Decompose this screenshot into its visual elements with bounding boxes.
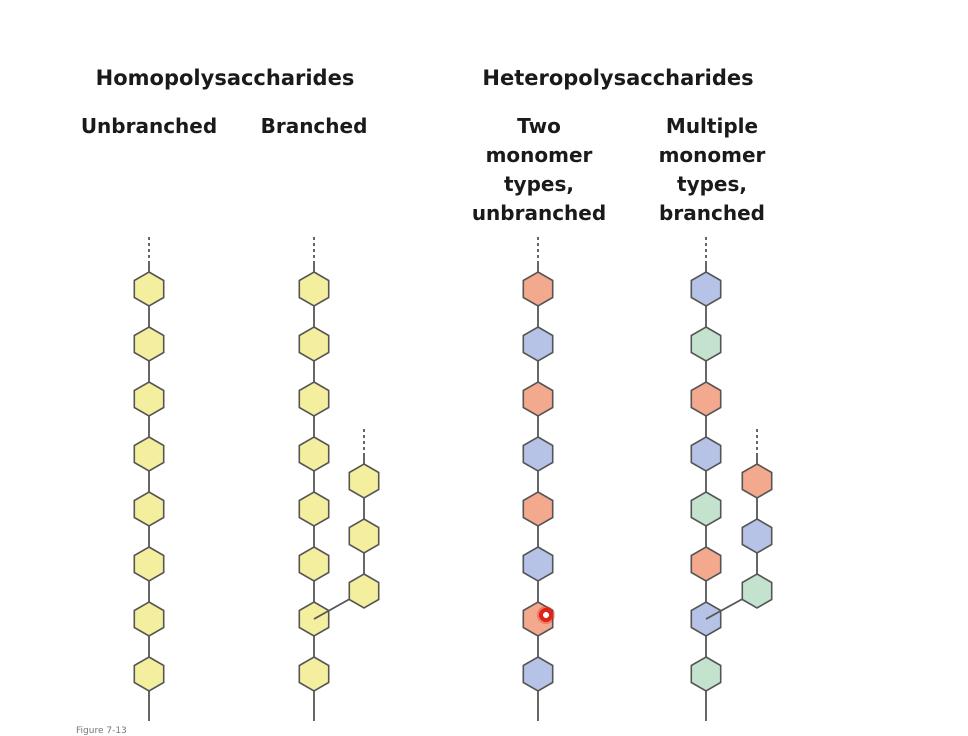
branched-main-chain-monomer [298,381,330,417]
two-monomer-label-line: monomer [485,143,593,167]
multiple-monomer-label-line: Multiple [665,114,759,138]
two-type-chain-monomer [522,271,554,307]
multiple-monomer-label-line: types, [677,172,747,196]
branched-side-chain-monomer [348,573,380,609]
cursor-icon [537,606,555,624]
two-type-chain-monomer [522,546,554,582]
two-type-chain-monomer [522,381,554,417]
multi-main-chain-monomer [690,381,722,417]
unbranched-chain-monomer [133,656,165,692]
branched-side-chain-monomer [348,518,380,554]
branched-main-chain-monomer [298,326,330,362]
multiple-monomer-label: Multiple monomer types, branched [659,112,766,228]
multi-main-chain-monomer [690,271,722,307]
branched-label-line: Branched [260,114,368,138]
multi-main-chain-monomer [690,491,722,527]
multi-side-chain-monomer [741,463,773,499]
multiple-monomer-label-line: branched [659,201,765,225]
branched-label: Branched [261,112,368,141]
two-monomer-label-line: unbranched [471,201,607,225]
two-type-chain-monomer [522,491,554,527]
unbranched-label-line: Unbranched [80,114,218,138]
two-monomer-label-line: Two [517,114,561,138]
branched-side-chain-monomer [348,463,380,499]
branched-main-chain-monomer [298,546,330,582]
two-type-chain-monomer [522,326,554,362]
unbranched-chain-monomer [133,436,165,472]
unbranched-chain-monomer [133,381,165,417]
multi-side-chain-monomer [741,573,773,609]
homopolysaccharides-heading: Homopolysaccharides [95,66,355,90]
branched-main-chain-monomer [298,656,330,692]
two-type-chain-monomer [522,656,554,692]
heteropolysaccharides-heading: Heteropolysaccharides [482,66,754,90]
unbranched-chain-monomer [133,271,165,307]
two-monomer-label-line: types, [504,172,574,196]
multi-side-chain-monomer [741,518,773,554]
two-type-chain-monomer [522,436,554,472]
unbranched-chain-monomer [133,326,165,362]
branched-main-chain-monomer [298,271,330,307]
multiple-monomer-label-line: monomer [658,143,766,167]
multi-main-chain-monomer [690,326,722,362]
unbranched-label: Unbranched [81,112,217,141]
unbranched-chain-monomer [133,546,165,582]
figure-caption: Figure 7-13 [76,726,127,736]
multi-main-chain-monomer [690,436,722,472]
branched-main-chain-monomer [298,436,330,472]
multi-main-chain-monomer [690,656,722,692]
two-monomer-label: Two monomer types, unbranched [472,112,606,228]
unbranched-chain-monomer [133,491,165,527]
branched-main-chain-monomer [298,491,330,527]
multi-main-chain-monomer [690,546,722,582]
unbranched-chain-monomer [133,601,165,637]
